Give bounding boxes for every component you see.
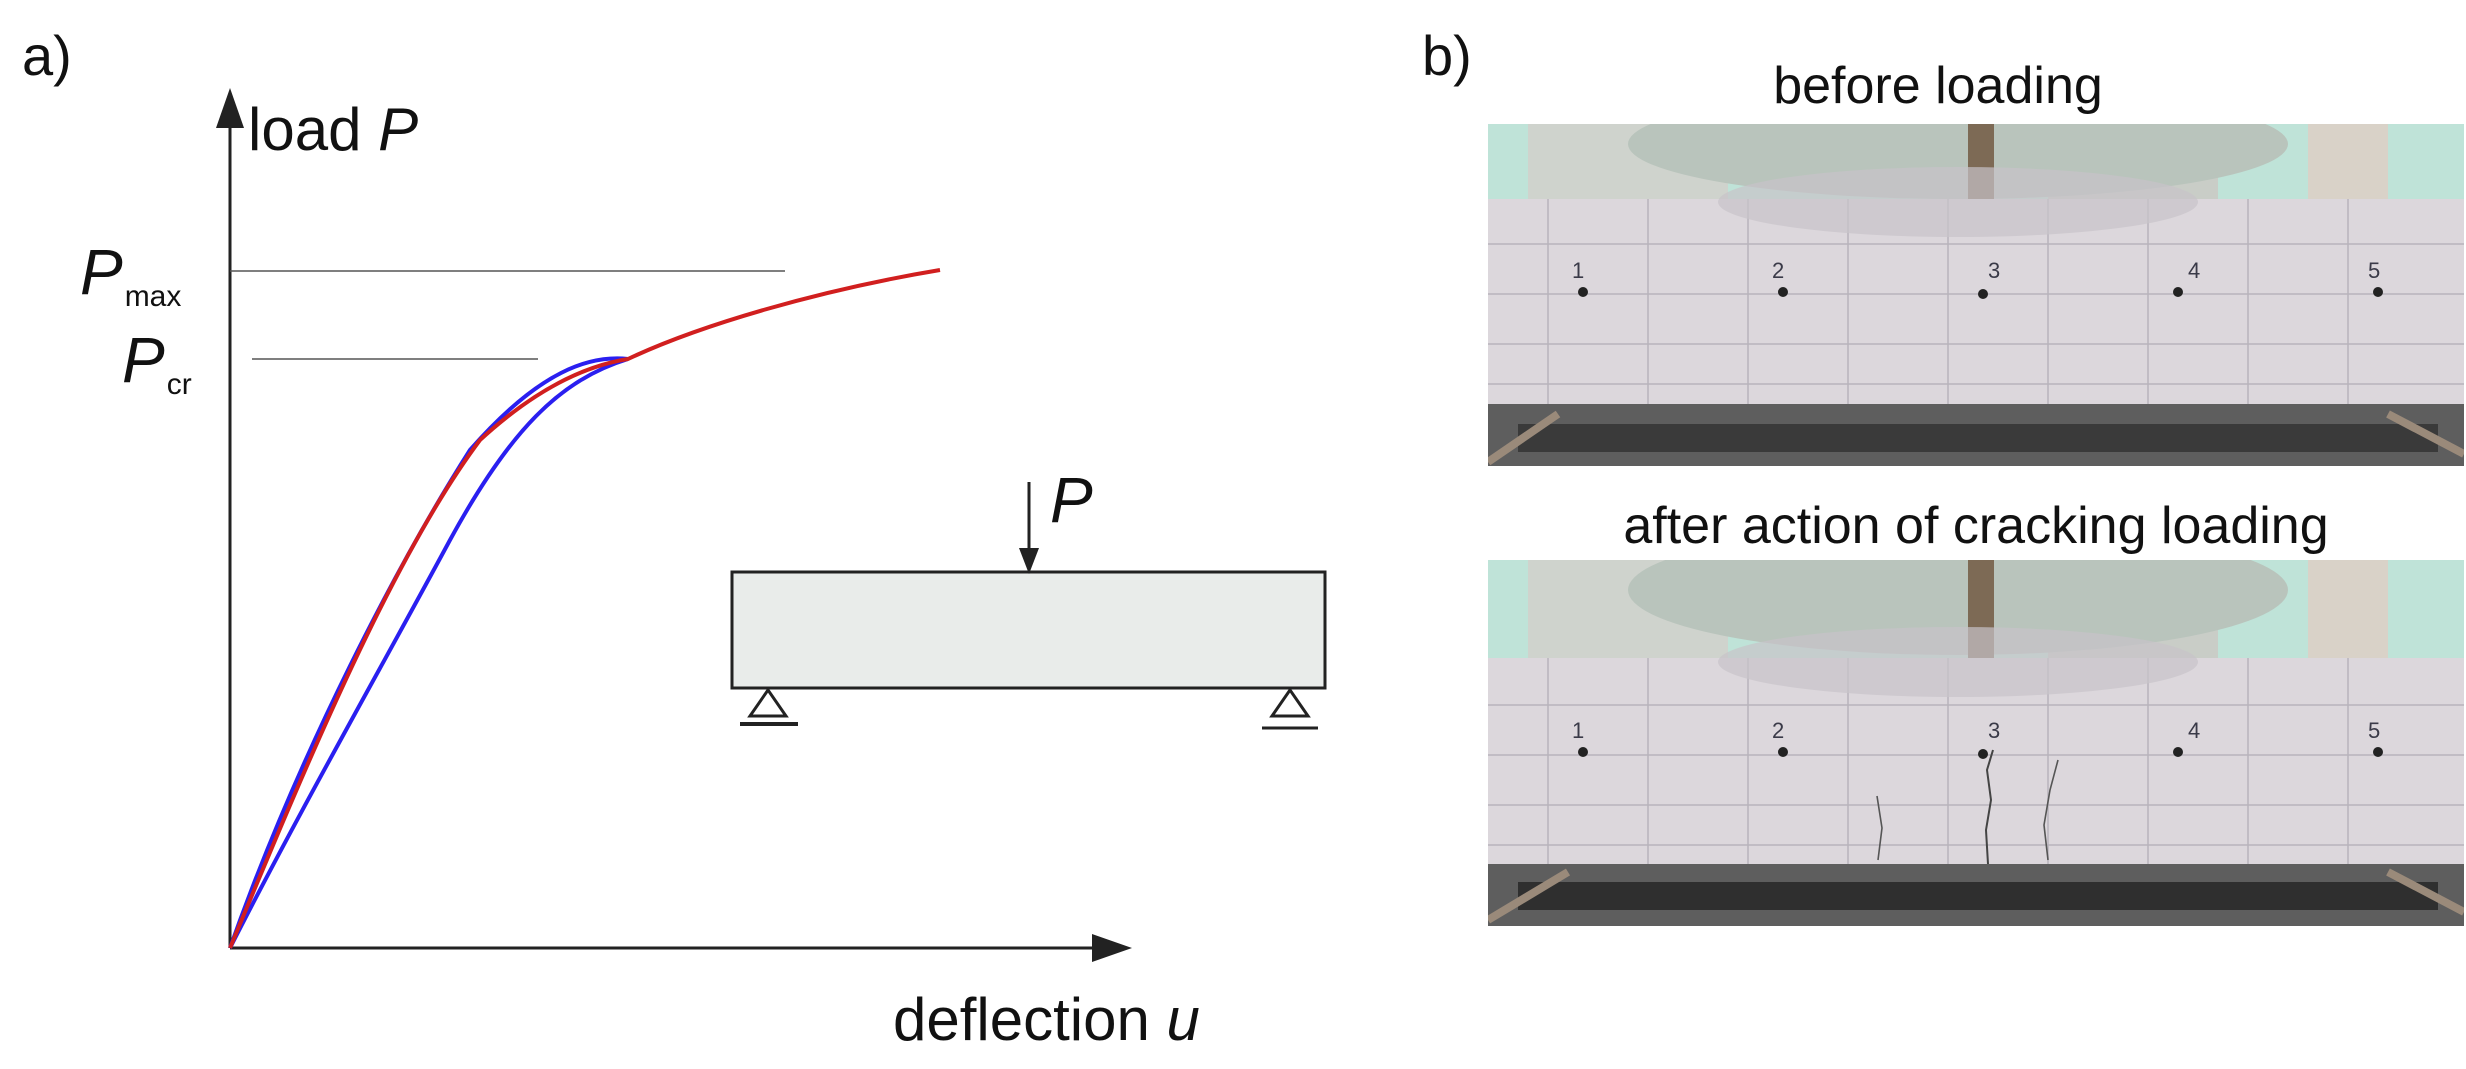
x-axis-arrow bbox=[1092, 934, 1132, 962]
point-mark-4: 4 bbox=[2188, 258, 2200, 283]
point-mark-1-after: 1 bbox=[1572, 718, 1584, 743]
p-cr-label: Pcr bbox=[122, 324, 192, 401]
load-deflection-diagram: load P deflection u Pmax Pcr P bbox=[80, 88, 1327, 1053]
right-support bbox=[1269, 687, 1311, 718]
p-max-label: Pmax bbox=[80, 236, 181, 313]
point-mark-5-after: 5 bbox=[2368, 718, 2380, 743]
loading-curve bbox=[228, 268, 941, 949]
point-mark-2: 2 bbox=[1772, 258, 1784, 283]
photo-top-caption: before loading bbox=[1773, 57, 2103, 115]
hysteresis-loop-curve bbox=[228, 356, 629, 949]
photo-bottom-caption: after action of cracking loading bbox=[1623, 497, 2329, 555]
photo-after-cracking-loading: 1 2 3 4 5 bbox=[1488, 560, 2464, 926]
point-mark-3-after: 3 bbox=[1988, 718, 2000, 743]
y-axis-label: load P bbox=[248, 96, 418, 163]
panel-a-label: a) bbox=[22, 24, 72, 87]
photo-before-loading: 1 2 3 4 5 bbox=[1488, 124, 2464, 466]
load-arrow-head bbox=[1019, 548, 1039, 574]
y-axis-arrow bbox=[216, 88, 244, 128]
x-axis-label: deflection u bbox=[893, 986, 1200, 1053]
left-support bbox=[747, 687, 789, 718]
panel-b-label: b) bbox=[1422, 24, 1472, 87]
point-mark-3: 3 bbox=[1988, 258, 2000, 283]
point-mark-4-after: 4 bbox=[2188, 718, 2200, 743]
beam bbox=[730, 570, 1327, 690]
point-mark-1: 1 bbox=[1572, 258, 1584, 283]
force-label: P bbox=[1050, 464, 1093, 536]
point-mark-2-after: 2 bbox=[1772, 718, 1784, 743]
point-mark-5: 5 bbox=[2368, 258, 2380, 283]
